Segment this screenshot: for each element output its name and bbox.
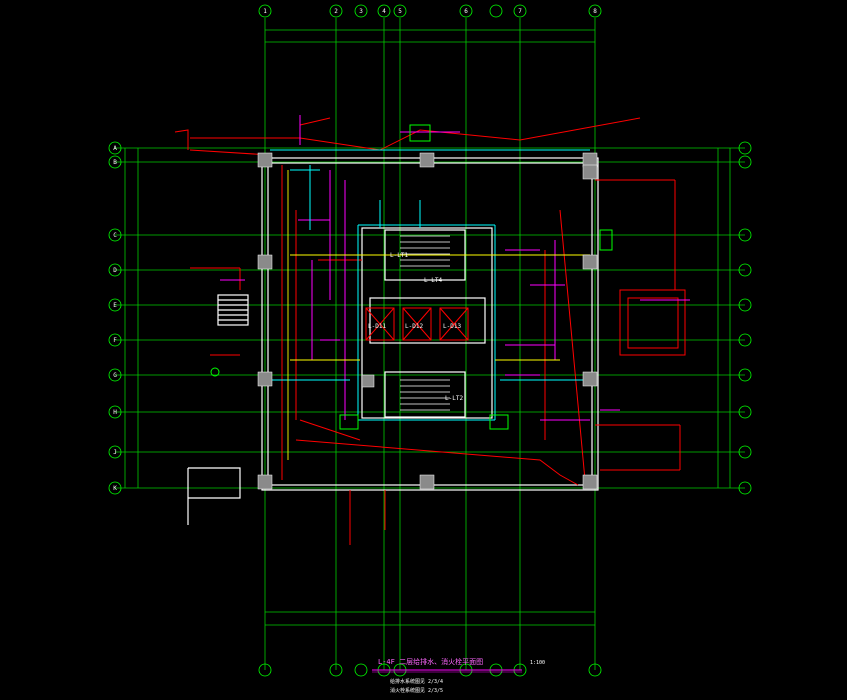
svg-text:7: 7 [518, 8, 522, 15]
axis-bubbles-left [108, 141, 122, 495]
axis-labels-top: 1 2 3 4 5 6 7 8 [263, 8, 597, 15]
svg-text:3: 3 [359, 8, 363, 15]
svg-text:G: G [113, 372, 117, 379]
elevator-shafts [365, 307, 469, 341]
svg-text:5: 5 [398, 8, 402, 15]
svg-text:8: 8 [593, 8, 597, 15]
svg-text:4: 4 [382, 8, 386, 15]
svg-text:2: 2 [334, 8, 338, 15]
room-tag-d12: L-D12 [405, 323, 423, 330]
axis-grid [115, 18, 745, 670]
room-tag-lt2: L-LT2 [445, 395, 463, 402]
drawing-note-1: 给排水系统图见 2/3/4 [390, 678, 443, 685]
axis-bubbles-right [738, 141, 752, 495]
svg-text:J: J [113, 449, 117, 456]
svg-text:6: 6 [464, 8, 468, 15]
axis-bubbles-top [258, 4, 602, 18]
svg-text:H: H [113, 409, 117, 416]
axis-labels-side: A B C D E F G H J K [113, 145, 117, 492]
room-tag-d11: L-D11 [368, 323, 386, 330]
room-tag-lt1: L-LT1 [390, 252, 408, 259]
room-tags: L-D11 L-D12 L-D13 L-LT1 L-LT2 L-LT4 [368, 252, 463, 402]
red-pipes [174, 117, 641, 545]
svg-text:E: E [113, 302, 117, 309]
columns [257, 152, 598, 490]
drawing-note-2: 消火栓系统图见 2/3/5 [390, 687, 443, 694]
svg-text:F: F [113, 337, 117, 344]
svg-text:1: 1 [263, 8, 267, 15]
drawing-scale: 1:100 [530, 660, 545, 666]
title-block: L-4F 二层给排水、消火栓平面图 1:100 给排水系统图见 2/3/4 消火… [372, 657, 545, 694]
svg-text:B: B [113, 159, 117, 166]
yellow-pipes [287, 170, 590, 460]
drawing-title: L-4F 二层给排水、消火栓平面图 [378, 657, 483, 666]
fire-hydrant-boxes [210, 124, 613, 430]
svg-text:A: A [113, 145, 117, 152]
right-annex [595, 179, 686, 471]
svg-text:C: C [113, 232, 117, 239]
core-stairs [400, 235, 450, 411]
room-tag-d13: L-D13 [443, 323, 461, 330]
walls [187, 157, 599, 525]
magenta-pipes [220, 115, 690, 421]
svg-text:D: D [113, 267, 117, 274]
cyan-pipes [270, 149, 590, 421]
room-tag-lt4: L-LT4 [424, 277, 442, 284]
svg-text:K: K [113, 485, 117, 492]
